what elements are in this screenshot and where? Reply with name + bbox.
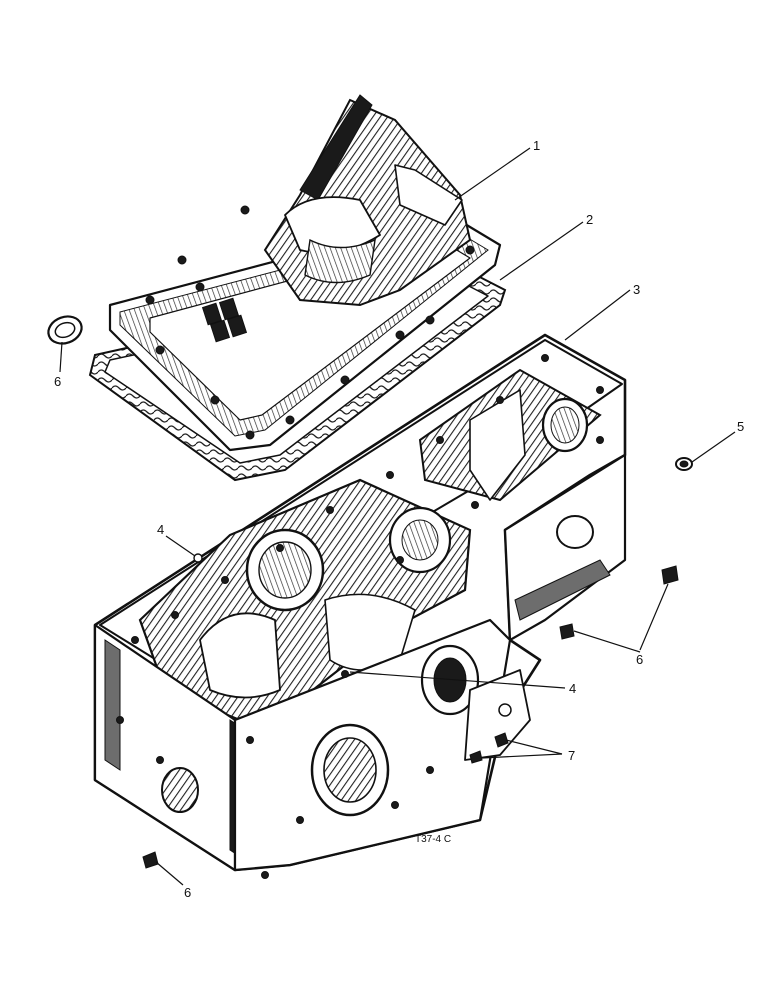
callout-3: 3 [633,282,640,297]
callout-1: 1 [533,138,540,153]
top-cover-plate [88,94,507,482]
callout-6-bottom: 6 [184,885,191,900]
callout-6-left: 6 [54,374,61,389]
transmission-housing [93,333,627,879]
callout-4-right: 4 [569,681,576,696]
nuts-7 [469,732,509,764]
callout-5: 5 [737,419,744,434]
callout-7: 7 [568,748,575,763]
plug-6-lower-right [559,623,575,640]
housing-bolt-holes [116,354,604,879]
leader-lines [59,147,736,886]
callout-4-top: 4 [157,522,164,537]
plug-6-bottom [142,851,159,869]
round-cover-plate [47,315,83,345]
drawing-code: T37-4 C [415,834,451,845]
ih-logo-emblem [201,297,248,343]
cover-bolt-holes [145,205,475,440]
plug-5 [675,457,693,471]
plug-6-right [661,565,679,585]
callout-2: 2 [586,212,593,227]
callout-6-right: 6 [636,652,643,667]
